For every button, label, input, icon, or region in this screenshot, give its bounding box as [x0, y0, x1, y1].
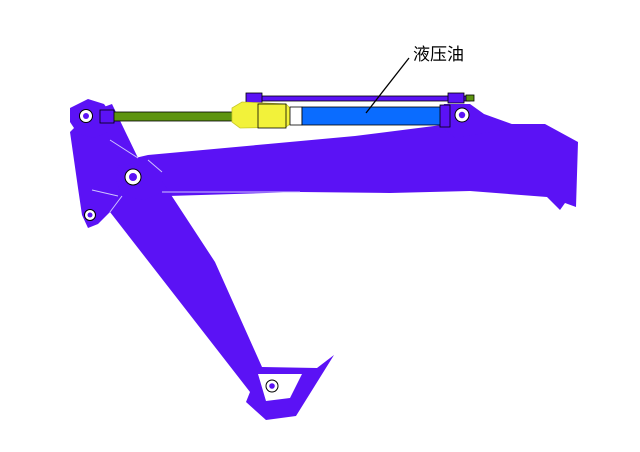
tie-bar-tip	[465, 94, 475, 102]
rod-eye	[99, 109, 115, 124]
tie-bar-end-right	[447, 92, 465, 104]
tie-bar-end-left	[245, 92, 263, 104]
boom	[118, 124, 578, 210]
callout-leader-line	[365, 57, 410, 114]
arm-edges	[91, 139, 300, 213]
piston-head	[289, 106, 303, 126]
cylinder-cap	[439, 104, 451, 128]
pivot-pin-boom	[124, 168, 142, 186]
pivot-pin-lower	[84, 209, 96, 221]
tie-bar	[249, 95, 471, 102]
pivot-pin-cylinder	[454, 107, 470, 123]
pivot-pin-top	[79, 109, 93, 123]
pivot-pin-bucket	[265, 379, 279, 393]
gland-collar	[257, 103, 287, 129]
hydraulic-cylinder	[99, 92, 475, 129]
callout-label: 液压油	[413, 45, 464, 65]
cylinder-barrel-oil	[301, 106, 443, 126]
